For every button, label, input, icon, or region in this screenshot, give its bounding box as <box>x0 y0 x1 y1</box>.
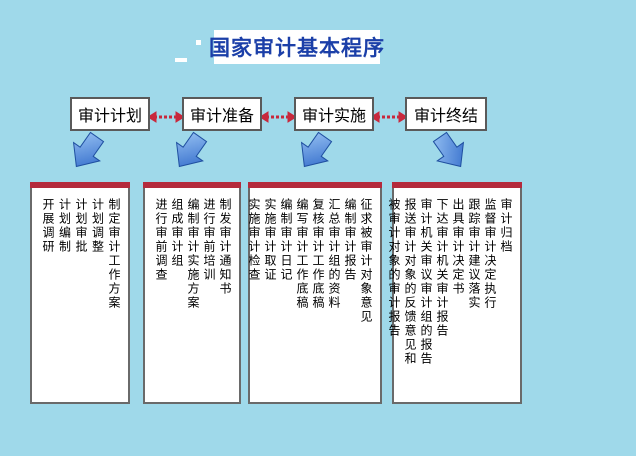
down-arrow-icon <box>300 131 333 168</box>
decor-speck <box>175 58 187 62</box>
step-text: 报送审计对象的反馈意见和 <box>403 198 417 366</box>
stage-label: 审计计划 <box>77 106 142 125</box>
panel-top-bar <box>143 182 241 188</box>
double-arrow-connector-icon <box>147 111 185 123</box>
step-text: 计划编制 <box>57 198 72 254</box>
stage-audit-plan: 审计计划 <box>70 97 150 131</box>
step-text: 计划审批 <box>74 198 88 254</box>
step-text: 组成审计组 <box>170 198 184 268</box>
panel-audit-prep: 制发审计通知书 进行审前培训 编制审计实施方案 组成审计组 进行审前调查 <box>143 182 241 404</box>
page-title: 国家审计基本程序 <box>209 30 384 64</box>
step-text: 编制审计报告 <box>343 198 357 282</box>
step-text: 汇总审计组的资料 <box>327 198 341 310</box>
stage-audit-prep: 审计准备 <box>182 97 262 131</box>
stage-audit-impl: 审计实施 <box>294 97 374 131</box>
double-arrow-connector-icon <box>259 111 297 123</box>
step-text: 下达审计机关审计报告 <box>435 198 449 338</box>
panel-top-bar <box>248 182 382 188</box>
step-text: 复核审计工作底稿 <box>311 198 325 310</box>
panel-audit-plan: 制定审计工作方案 计划调整 计划审批 计划编制 开展调研 <box>30 182 130 404</box>
down-arrow-icon <box>175 131 208 168</box>
step-text: 出具审计决定书 <box>451 198 465 296</box>
panel-audit-impl: 征求被审计对象意见 编制审计报告 汇总审计组的资料 复核审计工作底稿 编写审计工… <box>247 182 382 404</box>
step-text: 跟踪审计建议落实 <box>467 198 481 310</box>
step-text: 监督审计决定执行 <box>483 198 497 310</box>
step-text: 被审计对象的审计报告 <box>387 198 401 338</box>
panel-top-bar <box>392 182 522 188</box>
step-text: 审计机关审议审计组的报告 <box>419 198 433 366</box>
stage-label: 审计实施 <box>301 106 366 125</box>
step-text: 编制审计日记 <box>279 198 293 282</box>
step-text: 编写审计工作底稿 <box>295 198 309 310</box>
down-arrow-icon <box>72 131 105 168</box>
panel-audit-end: 审计归档 监督审计决定执行 跟踪审计建议落实 出具审计决定书 下达审计机关审计报… <box>387 182 522 404</box>
decor-speck <box>196 40 201 45</box>
panel-top-bar <box>30 182 130 188</box>
stage-label: 审计终结 <box>413 106 478 125</box>
step-text: 编制审计实施方案 <box>186 198 200 310</box>
step-text: 计划调整 <box>90 198 105 254</box>
double-arrow-connector-icon <box>370 111 408 123</box>
step-text: 进行审前调查 <box>154 198 168 282</box>
stage-audit-end: 审计终结 <box>405 97 487 131</box>
step-text: 制发审计通知书 <box>218 198 232 296</box>
step-text: 实施审计检查 <box>247 198 261 282</box>
step-text: 开展调研 <box>41 198 55 254</box>
step-text: 审计归档 <box>499 198 513 254</box>
step-text: 制定审计工作方案 <box>107 198 121 310</box>
down-arrow-icon <box>432 131 465 168</box>
step-text: 征求被审计对象意见 <box>359 198 373 324</box>
stage-label: 审计准备 <box>189 106 254 125</box>
step-text: 实施审计取证 <box>263 198 277 282</box>
step-text: 进行审前培训 <box>202 198 216 282</box>
